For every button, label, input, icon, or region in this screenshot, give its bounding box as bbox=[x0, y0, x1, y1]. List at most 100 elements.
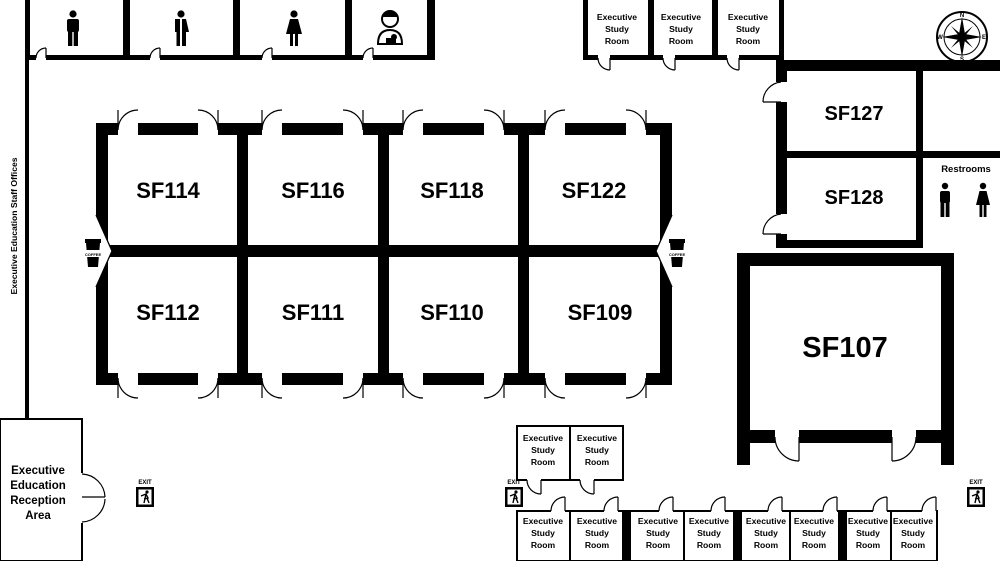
coffee-cup-icon: COFFEE bbox=[85, 239, 102, 267]
study-room-bottom-8: Executive Study Room bbox=[893, 516, 933, 550]
study-room-label-line2: Study bbox=[646, 528, 670, 538]
study-room-label-line2: Study bbox=[531, 445, 555, 455]
study-room-label-line2: Study bbox=[856, 528, 880, 538]
unisex-icon bbox=[175, 10, 189, 46]
exit-label: EXIT bbox=[969, 480, 983, 486]
study-room-label-line1: Executive bbox=[848, 516, 888, 526]
study-room-label-line3: Room bbox=[802, 540, 827, 550]
compass-rose-icon: N S E W bbox=[936, 11, 988, 63]
study-room-label-line3: Room bbox=[531, 457, 556, 467]
study-room-label-line1: Executive bbox=[577, 433, 617, 443]
study-room-label-line1: Executive bbox=[746, 516, 786, 526]
woman-icon bbox=[976, 182, 990, 217]
room-sf107: SF107 bbox=[802, 332, 887, 364]
compass-w: W bbox=[937, 35, 943, 41]
study-room-label-line2: Study bbox=[585, 528, 609, 538]
coffee-label: COFFEE bbox=[85, 252, 102, 257]
room-sf112: SF112 bbox=[136, 300, 200, 325]
study-room-bottom-6: Executive Study Room bbox=[794, 516, 834, 550]
study-room-label-line3: Room bbox=[901, 540, 926, 550]
study-room-label-line1: Executive bbox=[728, 12, 768, 22]
rooms-127-128: SF127 SF128 bbox=[762, 60, 1000, 248]
reception-line1: Executive bbox=[11, 465, 65, 477]
coffee-label: COFFEE bbox=[669, 252, 686, 257]
room-sf107-block: SF107 bbox=[737, 253, 954, 465]
restrooms-label: Restrooms bbox=[941, 164, 991, 175]
compass-e: E bbox=[982, 35, 986, 41]
room-sf111: SF111 bbox=[282, 300, 344, 325]
nursing-mother-icon bbox=[376, 10, 404, 45]
room-sf122: SF122 bbox=[562, 178, 627, 203]
exit-label: EXIT bbox=[507, 480, 521, 486]
study-room-label-line3: Room bbox=[531, 540, 556, 550]
study-room-label-line1: Executive bbox=[523, 516, 563, 526]
study-room-label-line3: Room bbox=[736, 36, 761, 46]
reception-line2: Education bbox=[10, 480, 66, 492]
room-sf118: SF118 bbox=[420, 178, 484, 203]
study-room-bottom-1: Executive Study Room bbox=[523, 516, 563, 550]
woman-icon bbox=[286, 10, 302, 46]
lower-study-pair: Executive Study Room Executive Study Roo… bbox=[516, 425, 624, 495]
study-room-label-line1: Executive bbox=[794, 516, 834, 526]
exit-label: EXIT bbox=[138, 480, 152, 486]
room-sf127: SF127 bbox=[825, 103, 884, 125]
study-room-bottom-7: Executive Study Room bbox=[848, 516, 888, 550]
reception-area: Executive Education Reception Area bbox=[0, 418, 106, 562]
top-study-rooms: Executive Study Room Executive Study Roo… bbox=[583, 0, 784, 71]
study-room-label-line1: Executive bbox=[893, 516, 933, 526]
compass-n: N bbox=[960, 13, 964, 19]
study-room-bottom-5: Executive Study Room bbox=[746, 516, 786, 550]
study-room-lower-1: Executive Study Room bbox=[523, 433, 563, 467]
man-icon bbox=[67, 10, 79, 46]
study-room-label-line3: Room bbox=[669, 36, 694, 46]
man-icon bbox=[940, 182, 950, 217]
study-room-label-line3: Room bbox=[605, 36, 630, 46]
study-room-label-line3: Room bbox=[585, 540, 610, 550]
study-room-label-line2: Study bbox=[585, 445, 609, 455]
room-sf110: SF110 bbox=[420, 300, 484, 325]
room-sf128: SF128 bbox=[825, 187, 884, 209]
study-room-label-line1: Executive bbox=[597, 12, 637, 22]
staff-offices-label: Executive Education Staff Offices bbox=[9, 157, 19, 294]
study-room-top-2: Executive Study Room bbox=[661, 12, 701, 46]
room-sf114: SF114 bbox=[136, 178, 200, 203]
left-wall bbox=[25, 55, 29, 420]
exit-sign-icon: EXIT bbox=[136, 480, 154, 507]
study-room-label-line3: Room bbox=[697, 540, 722, 550]
classroom-block bbox=[95, 109, 673, 399]
study-room-top-1: Executive Study Room bbox=[597, 12, 637, 46]
study-room-bottom-2: Executive Study Room bbox=[577, 516, 617, 550]
study-room-label-line3: Room bbox=[754, 540, 779, 550]
study-room-label-line1: Executive bbox=[577, 516, 617, 526]
study-room-label-line1: Executive bbox=[661, 12, 701, 22]
study-room-label-line2: Study bbox=[531, 528, 555, 538]
top-restroom-band bbox=[25, 0, 435, 61]
reception-line4: Area bbox=[25, 510, 51, 522]
study-room-lower-2: Executive Study Room bbox=[577, 433, 617, 467]
room-sf109: SF109 bbox=[568, 300, 633, 325]
coffee-cup-icon: COFFEE bbox=[669, 239, 686, 267]
study-room-label-line2: Study bbox=[736, 24, 760, 34]
study-room-label-line3: Room bbox=[585, 457, 610, 467]
study-room-label-line3: Room bbox=[646, 540, 671, 550]
reception-line3: Reception bbox=[10, 495, 66, 507]
study-room-label-line1: Executive bbox=[689, 516, 729, 526]
study-room-bottom-4: Executive Study Room bbox=[689, 516, 729, 550]
study-room-label-line2: Study bbox=[697, 528, 721, 538]
study-room-label-line2: Study bbox=[669, 24, 693, 34]
study-room-bottom-3: Executive Study Room bbox=[638, 516, 678, 550]
study-room-label-line2: Study bbox=[802, 528, 826, 538]
exit-sign-icon: EXIT bbox=[967, 480, 985, 507]
study-room-label-line1: Executive bbox=[523, 433, 563, 443]
study-room-label-line1: Executive bbox=[638, 516, 678, 526]
study-room-label-line2: Study bbox=[754, 528, 778, 538]
study-room-top-3: Executive Study Room bbox=[728, 12, 768, 46]
exit-sign-icon: EXIT bbox=[505, 480, 523, 507]
room-sf116: SF116 bbox=[281, 178, 345, 203]
study-room-label-line2: Study bbox=[605, 24, 629, 34]
study-room-label-line2: Study bbox=[901, 528, 925, 538]
study-room-label-line3: Room bbox=[856, 540, 881, 550]
bottom-study-row: Executive Study Room Executive Study Roo… bbox=[516, 496, 938, 562]
